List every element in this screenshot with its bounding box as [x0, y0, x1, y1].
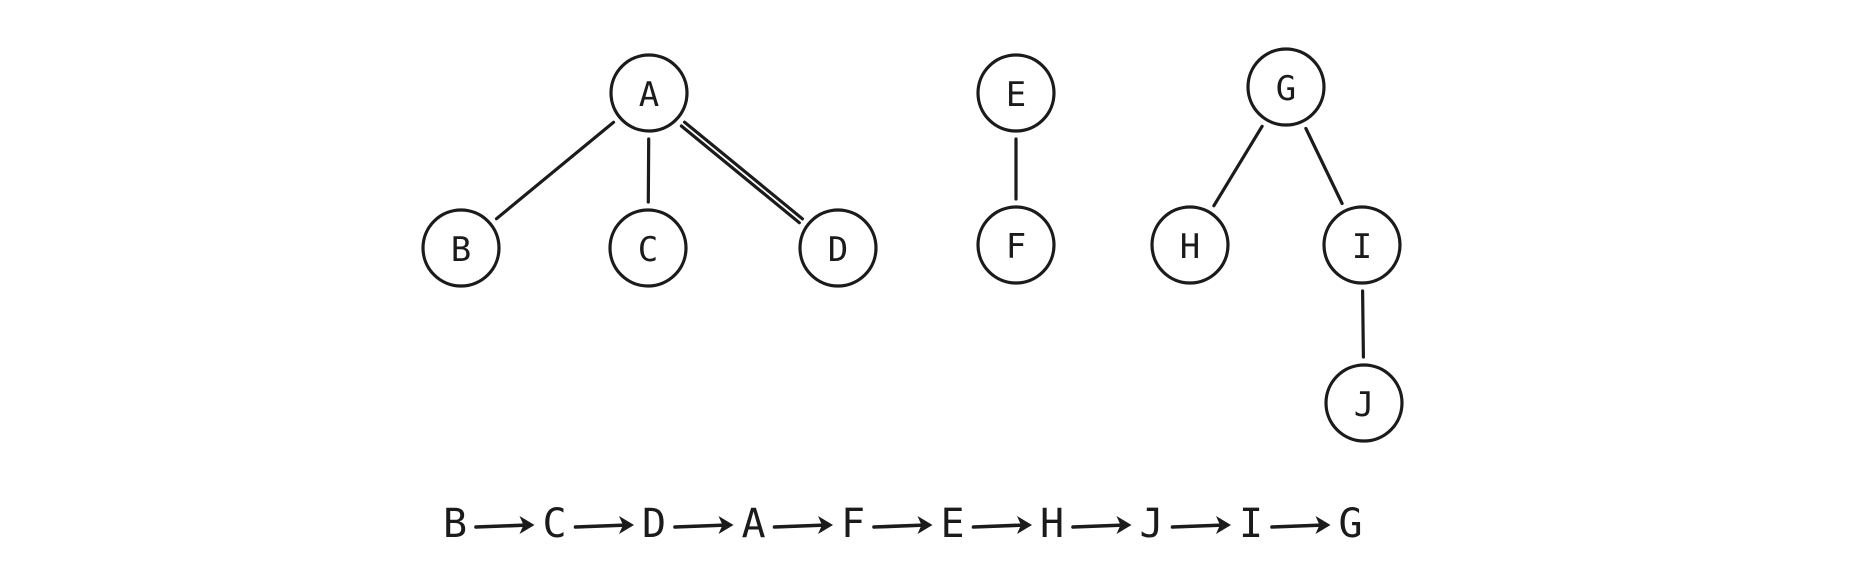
node-circle	[1150, 205, 1230, 285]
sequence-item: A	[741, 501, 765, 547]
node-g: G	[1246, 47, 1326, 127]
edge-g-h	[1212, 124, 1264, 208]
arrow-icon	[1270, 516, 1331, 534]
sequence-item: I	[1239, 501, 1263, 547]
node-circle	[608, 208, 688, 288]
sequence-item: C	[542, 501, 566, 547]
arrow-icon	[971, 516, 1032, 534]
nodes-layer: A B C D E F G H I J	[421, 47, 1404, 443]
node-label: J	[1354, 385, 1374, 425]
node-c: C	[608, 208, 688, 288]
node-label: E	[1006, 75, 1026, 115]
node-label: F	[1006, 227, 1026, 267]
sequence-item: G	[1338, 501, 1362, 547]
edge-a-d-second-stroke	[679, 124, 801, 225]
node-label: D	[828, 230, 848, 270]
edge-a-b	[494, 120, 616, 221]
sequence-item: J	[1139, 501, 1163, 547]
arrow-icon	[872, 516, 933, 534]
node-b: B	[421, 208, 501, 288]
sequence-item: D	[642, 501, 666, 547]
sequence-item: H	[1040, 501, 1064, 547]
node-i: I	[1322, 205, 1402, 285]
arrow-icon	[1170, 516, 1231, 534]
node-a: A	[609, 53, 689, 133]
node-circle	[976, 205, 1056, 285]
node-label: B	[451, 230, 471, 270]
sequence-item: B	[443, 501, 467, 547]
edge-i-j	[1360, 289, 1366, 359]
node-label: I	[1352, 227, 1372, 267]
arrow-icon	[474, 516, 535, 534]
node-j: J	[1324, 363, 1404, 443]
node-label: G	[1276, 69, 1296, 109]
node-circle	[421, 208, 501, 288]
node-f: F	[976, 205, 1056, 285]
node-label: H	[1180, 227, 1200, 267]
node-d: D	[798, 208, 878, 288]
node-circle	[1322, 205, 1402, 285]
arrow-icon	[673, 516, 734, 534]
node-h: H	[1150, 205, 1230, 285]
sequence-item: E	[940, 501, 964, 547]
arrow-icon	[1071, 516, 1132, 534]
arrow-icon	[772, 516, 833, 534]
arrow-icon	[573, 516, 634, 534]
edge-a-d	[682, 120, 805, 221]
node-label: A	[639, 75, 659, 115]
sequence-item: F	[841, 501, 865, 547]
node-e: E	[976, 53, 1056, 133]
node-circle	[609, 53, 689, 133]
node-label: C	[638, 230, 658, 270]
node-circle	[1246, 47, 1326, 127]
node-circle	[1324, 363, 1404, 443]
node-circle	[798, 208, 878, 288]
edge-g-i	[1304, 126, 1344, 206]
node-circle	[976, 53, 1056, 133]
edges-layer	[494, 120, 1366, 359]
